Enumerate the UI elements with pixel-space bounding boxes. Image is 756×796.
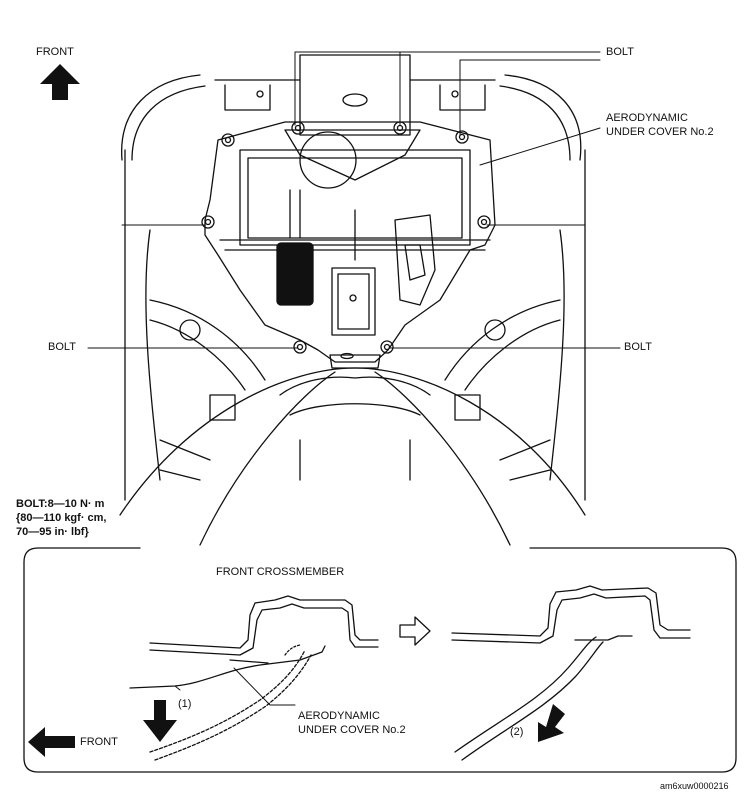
detail-frame [23,547,737,773]
detail-aero-label-line1: AERODYNAMIC [298,710,380,722]
bolt-label-right: BOLT [624,341,652,353]
bolt-markers [201,121,491,354]
bolt-label-left: BOLT [48,341,76,353]
aero-cover-label-line2: UNDER COVER No.2 [606,126,714,138]
arrow-down-right-icon [538,704,565,742]
front-crossmember-label: FRONT CROSSMEMBER [216,566,345,578]
detail-after [451,585,691,761]
underbody-view [119,54,586,546]
step1-label: (1) [178,698,192,710]
aero-cover-label-line1: AERODYNAMIC [606,112,688,124]
bolt-label-top: BOLT [606,46,634,58]
torque-spec-line2: {80—110 kgf· cm, [16,512,107,524]
figure-id: am6xuw0000216 [660,781,729,791]
torque-spec-line3: 70—95 in· lbf} [16,526,89,538]
arrow-left-icon [28,727,75,757]
transition-arrow [399,616,431,646]
front-label-bottom: FRONT [80,736,118,748]
detail-before [129,595,379,761]
arrow-down-icon [143,700,177,742]
arrow-up-icon [40,64,80,100]
step2-label: (2) [510,726,524,738]
detail-aero-label-line2: UNDER COVER No.2 [298,724,406,736]
leader-lines [87,51,621,349]
torque-spec-line1: BOLT:8—10 N· m [16,498,105,510]
front-label-top: FRONT [36,46,74,58]
